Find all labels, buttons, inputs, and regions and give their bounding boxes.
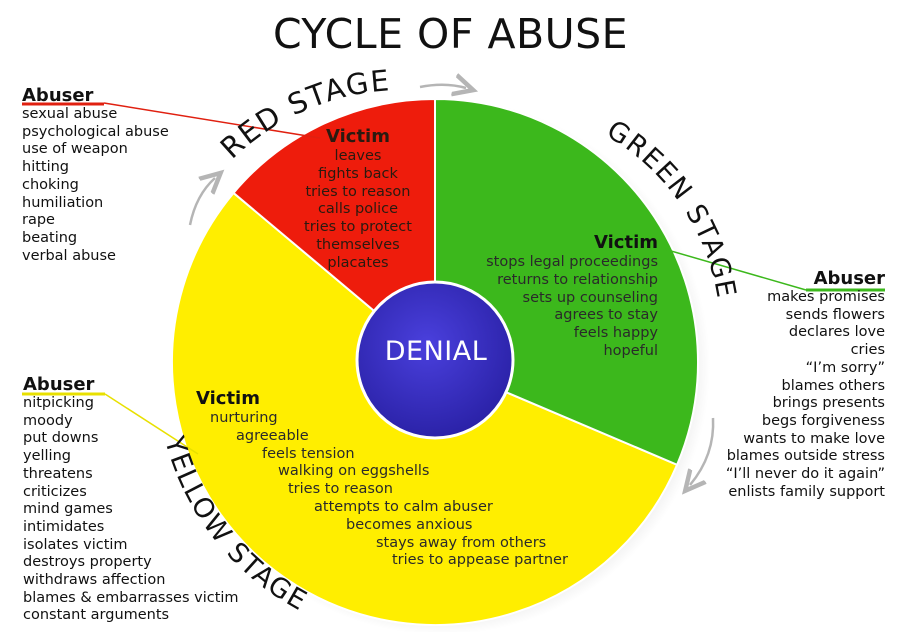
green-abuser-heading: Abuser [813, 268, 885, 289]
yellow-abuser-item: moody [23, 412, 73, 429]
yellow-abuser-item: withdraws affection [23, 572, 166, 589]
cycle-arrow-left [188, 178, 215, 226]
yellow-victim-item: stays away from others [376, 534, 547, 551]
green-victim-item: stops legal proceedings [486, 254, 658, 270]
yellow-abuser-item: yelling [23, 448, 71, 465]
red-abuser-item: psychological abuse [22, 123, 169, 140]
yellow-victim-heading: Victim [196, 388, 260, 409]
yellow-abuser-item: constant arguments [23, 607, 170, 624]
yellow-abuser-item: destroys property [23, 554, 152, 571]
green-abuser-item: sends flowers [785, 306, 885, 323]
yellow-abuser-heading: Abuser [23, 374, 95, 395]
yellow-victim-item: agreeable [236, 427, 309, 444]
red-abuser-item: use of weapon [22, 141, 128, 158]
green-abuser-item: brings presents [772, 395, 885, 412]
red-victim-item: tries to protect [304, 219, 412, 236]
yellow-abuser-item: blames & embarrasses victim [23, 589, 239, 606]
red-abuser-heading: Abuser [22, 85, 94, 106]
red-stage-wedge [232, 97, 436, 365]
green-abuser-item: enlists family support [728, 483, 885, 500]
red-abuser-item: humiliation [22, 194, 104, 211]
yellow-abuser-item: nitpicking [23, 395, 94, 411]
green-victim-item: sets up counseling [522, 289, 658, 306]
yellow-victim-item: becomes anxious [346, 516, 473, 533]
yellow-victim-item: walking on eggshells [278, 463, 430, 480]
cycle-arrow-right [690, 417, 715, 485]
yellow-victim-item: feels tension [262, 445, 355, 462]
yellow-leader-line [104, 393, 199, 455]
red-abuser-item: rape [22, 212, 55, 229]
green-victim-item: agrees to stay [554, 307, 658, 324]
red-abuser-item: verbal abuse [22, 247, 116, 264]
green-abuser-item: wants to make love [743, 430, 885, 447]
green-abuser-item: begs forgiveness [761, 412, 885, 429]
red-victim-item: tries to reason [305, 183, 411, 200]
denial-center-circle [355, 280, 515, 440]
green-victim-item: returns to relationship [497, 271, 658, 288]
green-abuser-item: “I’ll never do it again” [725, 466, 885, 483]
yellow-abuser-item: criticizes [23, 483, 87, 500]
red-abuser-item: choking [22, 176, 79, 193]
green-abuser-item: blames others [781, 377, 885, 394]
yellow-abuser-item: mind games [23, 501, 113, 518]
cycle-arrow-top [419, 85, 466, 88]
yellow-abuser-item: intimidates [23, 518, 105, 535]
yellow-abuser-item: threatens [23, 465, 93, 482]
yellow-abuser-item: isolates victim [23, 536, 128, 553]
red-abuser-item: hitting [22, 159, 70, 176]
page-title: CYCLE OF ABUSE [272, 10, 629, 58]
red-victim-item: leaves [334, 148, 382, 164]
yellow-victim-item: attempts to calm abuser [314, 498, 493, 515]
red-abuser-item: sexual abuse [22, 106, 118, 122]
red-victim-item: calls police [317, 201, 399, 218]
red-abuser-item: beating [22, 229, 78, 246]
red-victim-heading: Victim [326, 126, 390, 147]
yellow-abuser-item: put downs [23, 430, 99, 447]
red-victim-item: themselves [316, 236, 400, 253]
green-abuser-item: “I’m sorry” [805, 359, 885, 376]
red-victim-item: placates [327, 254, 389, 271]
green-victim-item: feels happy [573, 325, 658, 342]
yellow-victim-item: tries to reason [288, 481, 393, 498]
green-abuser-item: cries [850, 342, 885, 359]
red-victim-item: fights back [318, 165, 398, 182]
green-abuser-item: makes promises [767, 289, 885, 305]
green-leader-line [639, 241, 807, 291]
green-abuser-item: declares love [788, 324, 885, 341]
denial-label: DENIAL [384, 336, 488, 367]
yellow-victim-item: nurturing [210, 410, 278, 426]
green-victim-item: hopeful [603, 342, 658, 359]
green-victim-heading: Victim [594, 232, 658, 253]
yellow-victim-item: tries to appease partner [392, 552, 568, 569]
red-leader-line [103, 102, 321, 139]
green-abuser-item: blames outside stress [726, 448, 885, 465]
